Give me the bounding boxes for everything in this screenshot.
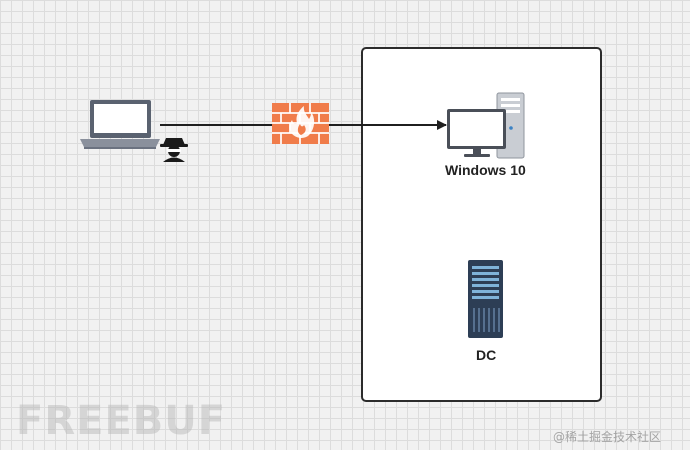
freebuf-watermark: FREEBUF — [16, 398, 227, 444]
internal-network-zone — [361, 47, 602, 402]
server-rack-icon — [468, 260, 503, 338]
flame-icon — [289, 106, 315, 138]
juejin-watermark: @稀土掘金技术社区 — [553, 430, 662, 444]
hacker-icon — [160, 138, 188, 162]
windows10-label: Windows 10 — [445, 162, 526, 178]
desktop-computer-icon — [447, 92, 525, 159]
laptop-icon — [80, 100, 160, 149]
firewall-icon — [272, 103, 329, 144]
dc-label: DC — [476, 347, 497, 363]
